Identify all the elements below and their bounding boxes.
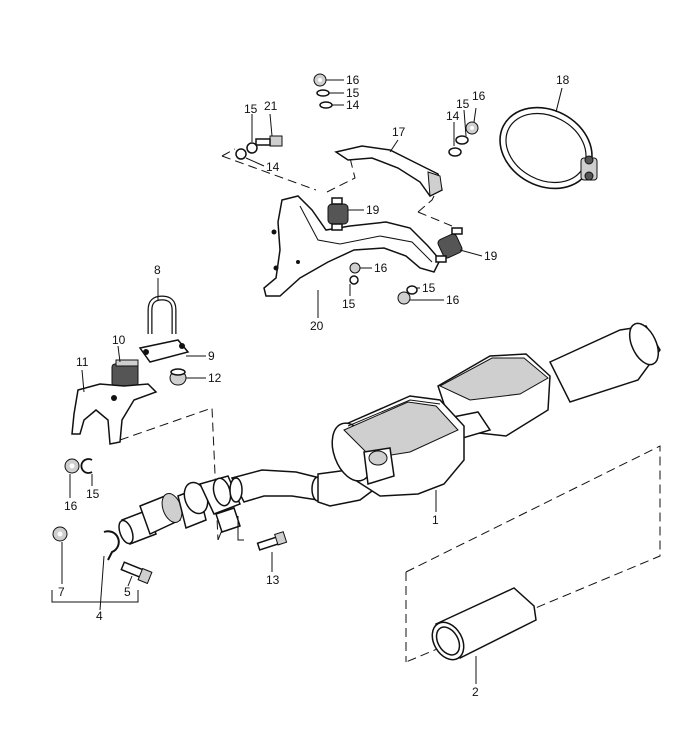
callout-15: 15 xyxy=(86,487,100,501)
part-bolt-5 xyxy=(120,561,153,585)
callout-7: 7 xyxy=(58,585,65,599)
callout-12: 12 xyxy=(208,371,222,385)
part-bolt-13 xyxy=(256,531,288,551)
callout-14: 14 xyxy=(346,98,360,112)
part-rubber-mount-2 xyxy=(435,227,463,263)
part-u-bolt xyxy=(147,295,177,334)
part-rubber-mount-1 xyxy=(327,197,349,231)
part-tailpipe-sleeve xyxy=(431,587,537,661)
callout-16: 16 xyxy=(472,89,486,103)
callout-15: 15 xyxy=(342,297,356,311)
part-bracket-lower xyxy=(71,383,158,445)
leader-lines xyxy=(61,79,563,684)
part-muffler xyxy=(331,322,661,497)
hardware-lower-left xyxy=(52,458,93,542)
callout-14: 14 xyxy=(266,160,280,174)
callout-19: 19 xyxy=(366,203,380,217)
callout-1: 1 xyxy=(432,513,439,527)
callout-4: 4 xyxy=(96,609,103,623)
callout-10: 10 xyxy=(112,333,126,347)
part-rubber-block xyxy=(111,359,139,387)
callout-5: 5 xyxy=(124,585,131,599)
callout-16: 16 xyxy=(374,261,388,275)
callout-11: 11 xyxy=(76,355,89,369)
callout-labels: 16 15 14 15 21 14 17 14 15 16 18 19 19 1… xyxy=(58,73,570,699)
callout-15: 15 xyxy=(346,86,360,100)
callout-15: 15 xyxy=(456,97,470,111)
callout-21: 21 xyxy=(264,99,278,113)
callout-8: 8 xyxy=(154,263,161,277)
callout-15: 15 xyxy=(422,281,436,295)
callout-13: 13 xyxy=(266,573,280,587)
callout-16: 16 xyxy=(346,73,360,87)
part-clip xyxy=(103,530,120,561)
callout-16: 16 xyxy=(446,293,460,307)
callout-20: 20 xyxy=(310,319,324,333)
part-clamp xyxy=(499,106,598,190)
callout-14: 14 xyxy=(446,109,460,123)
part-clamp-plate xyxy=(138,339,190,363)
part-nut-12 xyxy=(169,368,187,386)
callout-17: 17 xyxy=(392,125,406,139)
exhaust-pipe-front xyxy=(118,475,241,545)
exhaust-pipe-intermediate xyxy=(229,465,377,507)
callout-2: 2 xyxy=(472,685,479,699)
callout-9: 9 xyxy=(208,349,215,363)
callout-18: 18 xyxy=(556,73,570,87)
callout-15: 15 xyxy=(244,102,258,116)
callout-19: 19 xyxy=(484,249,498,263)
part-bracket-upper xyxy=(334,145,443,197)
callout-16: 16 xyxy=(64,499,78,513)
